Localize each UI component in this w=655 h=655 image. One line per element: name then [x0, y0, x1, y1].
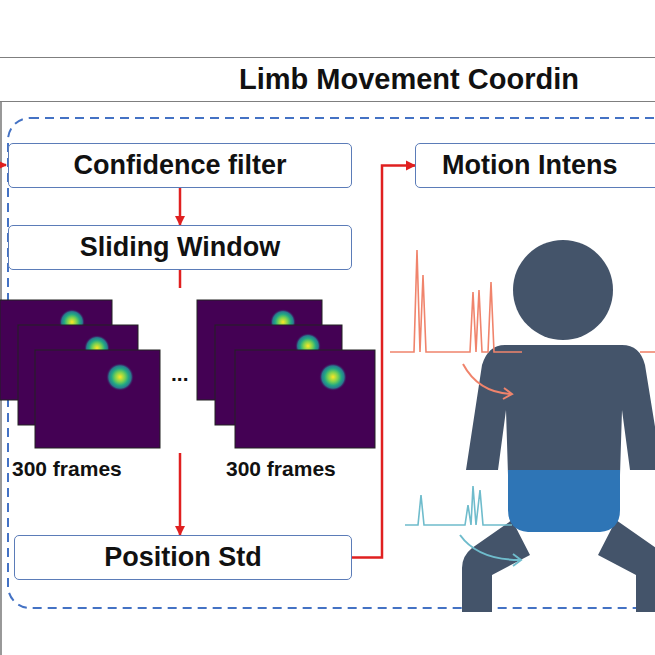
- process-box: Sliding Window: [8, 225, 352, 270]
- heatmap-stack-right: [197, 300, 375, 448]
- box-label: Sliding Window: [80, 233, 281, 263]
- frame-count: 300 frames: [226, 457, 336, 481]
- process-box: Motion Intens: [415, 143, 655, 188]
- box-label: Confidence filter: [73, 151, 286, 181]
- process-box: Confidence filter: [8, 143, 352, 188]
- process-box: Position Std: [14, 535, 352, 580]
- frame-count: 300 frames: [12, 457, 122, 481]
- dashed-group: [8, 118, 655, 608]
- input-arrow: [0, 164, 6, 167]
- flow-arrow: [179, 188, 182, 225]
- orange-signal: [390, 250, 655, 399]
- ellipsis-mark: ...: [171, 362, 189, 386]
- title-band: Limb Movement Coordin: [0, 57, 655, 102]
- heatmap-stack-left: [0, 300, 160, 448]
- gap-mask: [164, 288, 194, 453]
- box-label: Motion Intens: [416, 151, 617, 181]
- cyan-signal: [405, 486, 521, 566]
- box-label: Position Std: [104, 543, 262, 573]
- title-text: Limb Movement Coordin: [0, 64, 579, 96]
